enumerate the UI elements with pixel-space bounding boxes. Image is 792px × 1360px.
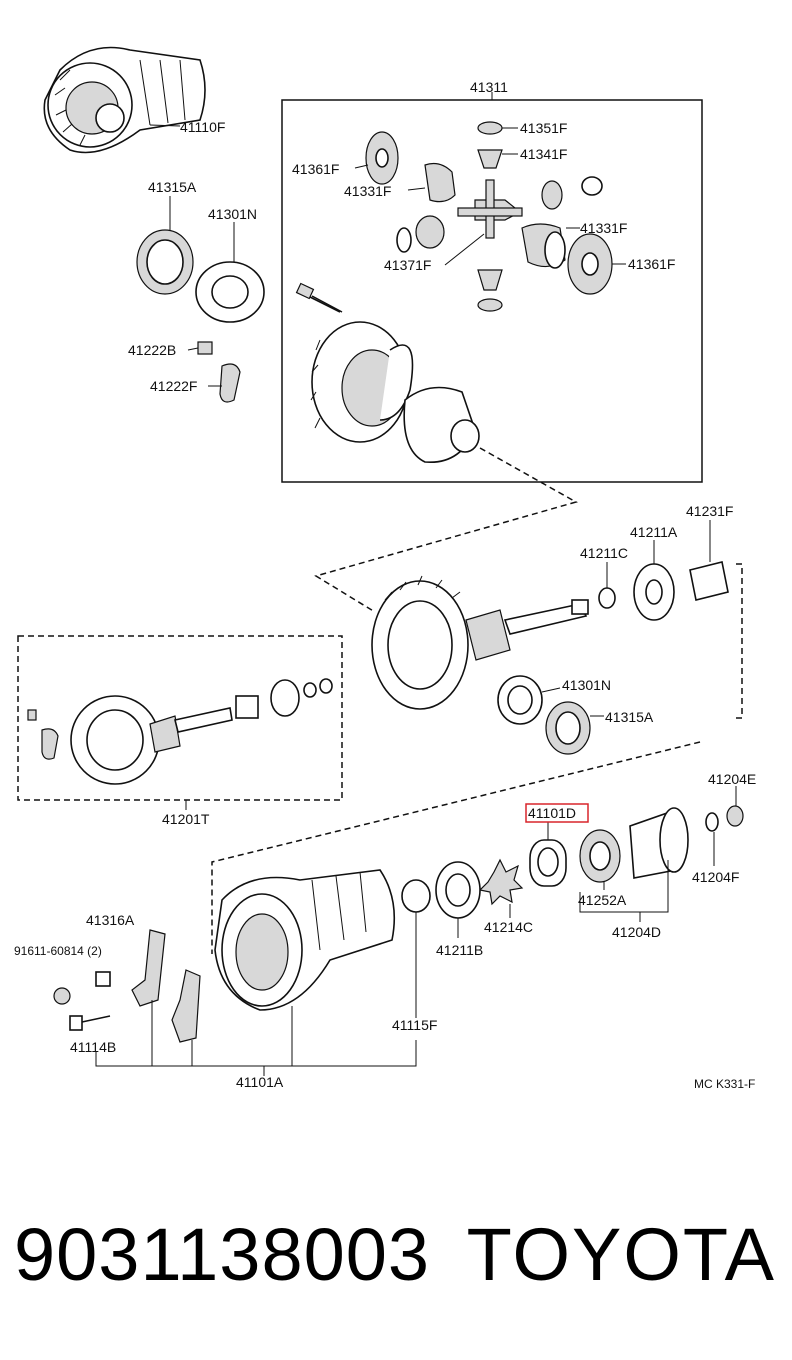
label-41361F-right: 41361F bbox=[628, 256, 675, 272]
label-41115F: 41115F bbox=[392, 1017, 437, 1033]
parts-diagram: 41110F 41311 41351F 41341F 41361F 41331F… bbox=[14, 46, 756, 1091]
label-41201T: 41201T bbox=[162, 811, 210, 827]
diagram-code: MC K331-F bbox=[694, 1077, 755, 1091]
label-41331F-right: 41331F bbox=[580, 220, 627, 236]
label-41211A: 41211A bbox=[630, 524, 678, 540]
group-41201T-frame bbox=[17, 635, 343, 801]
label-41311: 41311 bbox=[470, 79, 508, 95]
label-41204D: 41204D bbox=[612, 924, 661, 940]
brand-name: TOYOTA bbox=[466, 1213, 776, 1296]
label-41315A-top: 41315A bbox=[148, 179, 197, 195]
housing-leader-lines bbox=[95, 1000, 417, 1067]
label-91611-60814: 91611-60814 (2) bbox=[14, 944, 102, 958]
label-41361F-left: 41361F bbox=[292, 161, 339, 177]
label-41204E: 41204E bbox=[708, 771, 756, 787]
label-41301N-mid: 41301N bbox=[562, 677, 611, 693]
companion-flange-parts bbox=[401, 786, 744, 938]
label-41231F: 41231F bbox=[686, 503, 733, 519]
ring-gear-set-small bbox=[27, 678, 333, 785]
connector-dashed-right bbox=[736, 563, 743, 719]
differential-carrier-illustration bbox=[43, 46, 206, 154]
label-41222F: 41222F bbox=[150, 378, 197, 394]
connector-dashed-top bbox=[314, 447, 578, 613]
label-41252A: 41252A bbox=[578, 892, 627, 908]
side-bearing-parts-top bbox=[136, 196, 265, 403]
label-41222B: 41222B bbox=[128, 342, 176, 358]
label-41110F: 41110F bbox=[180, 119, 225, 135]
label-41211B: 41211B bbox=[436, 942, 483, 958]
label-41316A: 41316A bbox=[86, 912, 135, 928]
label-41331F-left: 41331F bbox=[344, 183, 391, 199]
label-41101D-highlighted: 41101D bbox=[528, 805, 576, 821]
label-41315A-mid: 41315A bbox=[605, 709, 654, 725]
ring-and-pinion-illustration bbox=[371, 520, 729, 755]
label-41301N-top: 41301N bbox=[208, 206, 257, 222]
label-41351F: 41351F bbox=[520, 120, 567, 136]
label-41371F: 41371F bbox=[384, 257, 431, 273]
label-41214C: 41214C bbox=[484, 919, 533, 935]
highlight-box-41101D bbox=[525, 803, 589, 823]
label-41204F: 41204F bbox=[692, 869, 739, 885]
footer: 9031138003 TOYOTA bbox=[0, 1190, 792, 1300]
differential-case-illustration bbox=[295, 282, 480, 463]
label-41114B: 41114B bbox=[70, 1039, 116, 1055]
label-41341F: 41341F bbox=[520, 146, 567, 162]
axle-housing-illustration bbox=[53, 869, 396, 1043]
label-41211C: 41211C bbox=[580, 545, 628, 561]
part-number: 9031138003 bbox=[14, 1213, 431, 1296]
connector-dashed-bottom bbox=[211, 741, 701, 954]
pinion-gear-parts bbox=[354, 121, 626, 312]
label-41101A: 41101A bbox=[236, 1074, 284, 1090]
